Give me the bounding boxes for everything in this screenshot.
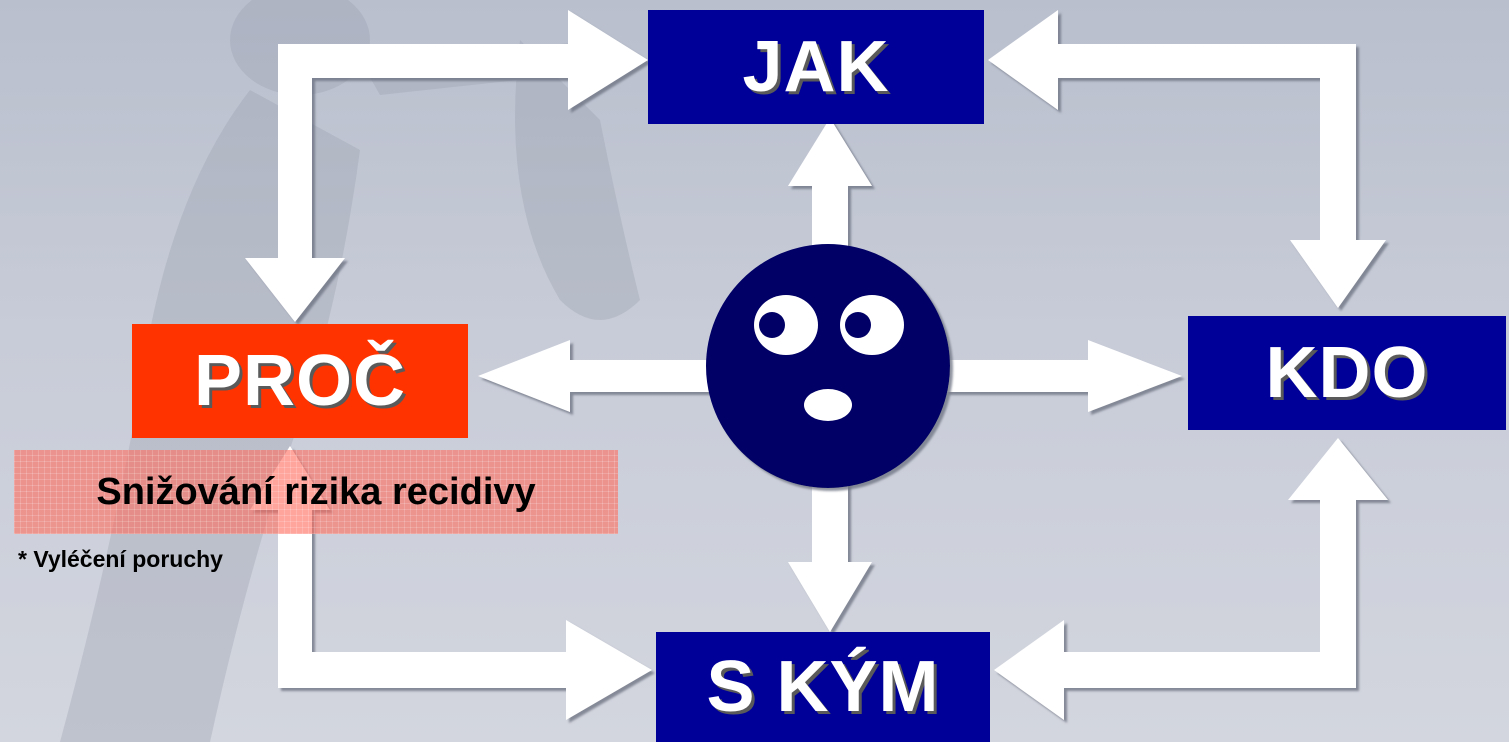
sub-note: * Vyléčení poruchy (18, 546, 223, 572)
surprised-face-icon (706, 244, 950, 488)
arrow-face-proc (478, 340, 712, 412)
arrow-jak-kdo (988, 10, 1386, 308)
s-kym-box: S KÝM (656, 632, 990, 742)
arrow-face-skym (788, 470, 872, 632)
proc-box: PROČ (132, 324, 468, 438)
arrow-kdo-skym (994, 438, 1388, 720)
jak-box: JAK (648, 10, 984, 124)
arrow-face-kdo (946, 340, 1182, 412)
arrow-face-jak (788, 118, 872, 260)
goal-label: Snižování rizika recidivy (14, 450, 618, 534)
kdo-box: KDO (1188, 316, 1506, 430)
arrow-proc-jak (245, 10, 648, 322)
